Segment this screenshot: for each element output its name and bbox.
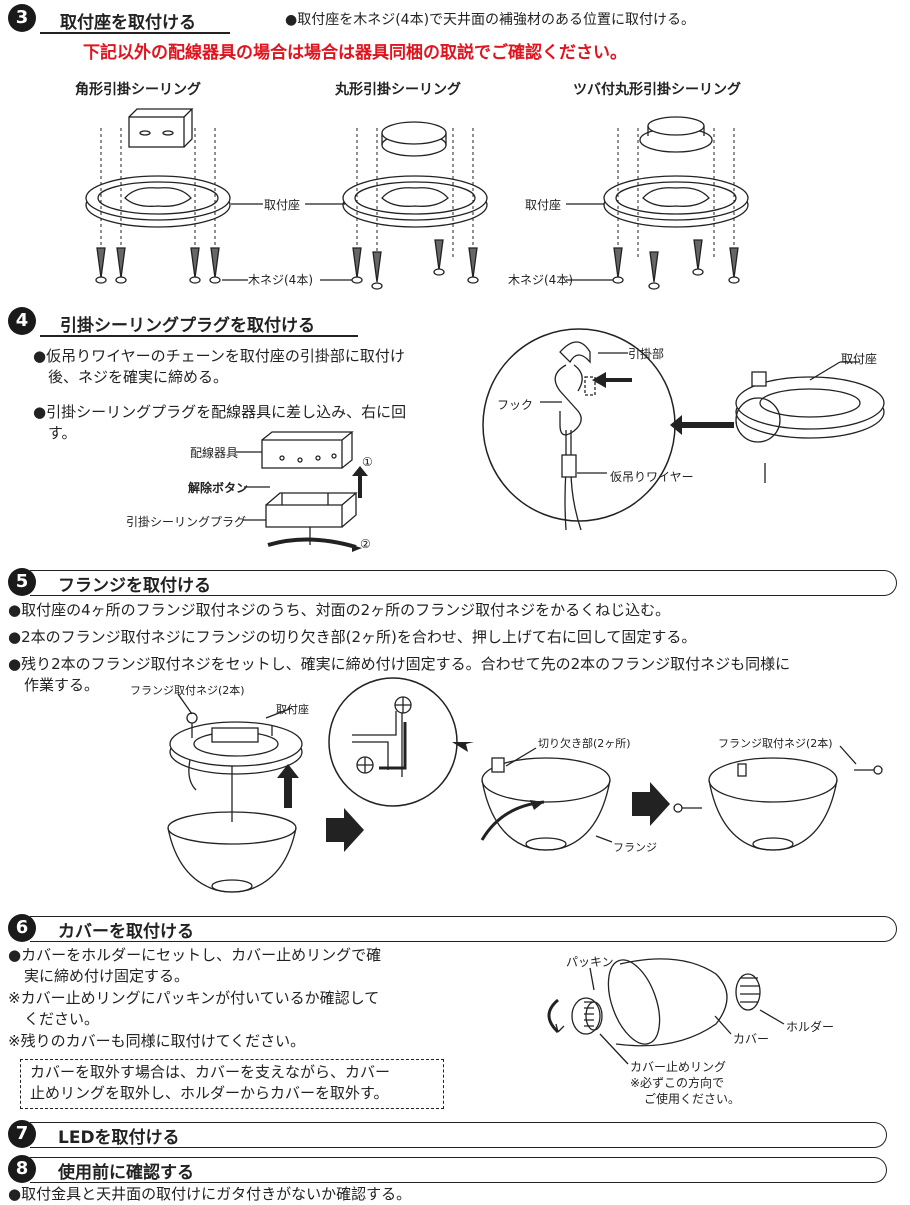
section8-title: 使用前に確認する: [58, 1163, 194, 1183]
step-number: 8: [8, 1155, 36, 1183]
label-ceiling-plug: 引掛シーリングプラグ: [126, 515, 247, 529]
holder-icon: [735, 973, 761, 1011]
s8-bullet1: ●取付金具と天井面の取付けにガタ付きがないか確認する。: [8, 1185, 412, 1203]
step-number: 6: [8, 914, 36, 942]
section4-title: 引掛シーリングプラグを取付ける: [60, 316, 315, 336]
section6-header-bar: [30, 916, 897, 942]
step-number: 5: [8, 568, 36, 596]
label-wiring-device: 配線器具: [190, 446, 239, 460]
section6-title: カバーを取付ける: [58, 922, 194, 942]
removal-note-line1: カバーを取外す場合は、カバーを支えながら、カバー: [30, 1063, 391, 1081]
flange-right: [673, 757, 883, 851]
ceiling-plug-icon: [265, 492, 358, 545]
section3-header: 3: [8, 4, 36, 32]
label-base-1: 取付座: [264, 198, 301, 212]
section4-underline: [40, 335, 358, 337]
s4-bullet2-line1: ●引掛シーリングプラグを配線器具に差し込み、右に回: [33, 403, 407, 421]
mounting-base-ring-3: [603, 175, 749, 228]
wiring-device-icon: [261, 431, 354, 469]
label-step-2: ②: [360, 537, 371, 551]
flange-middle: [480, 757, 611, 851]
label-direction-note2: ご使用ください。: [644, 1092, 741, 1106]
section5-header-bar: [30, 570, 897, 596]
label-cover-ring: カバー止めリング: [630, 1060, 727, 1074]
section8-header-bar: [30, 1157, 887, 1183]
s6-bullet1-line2: 実に締め付け固定する。: [24, 967, 190, 985]
label-release-button: 解除ボタン: [188, 481, 249, 495]
section5-header: 5: [8, 568, 36, 596]
s5-bullet3-line1: ●残り2本のフランジ取付ネジをセットし、確実に締め付け固定する。合わせて先の2本…: [8, 655, 791, 673]
section4-illustrations: [236, 328, 885, 552]
s5-bullet1: ●取付座の4ヶ所のフランジ取付ネジのうち、対面の2ヶ所のフランジ取付ネジをかるく…: [8, 601, 671, 619]
label-base-2: 取付座: [525, 198, 562, 212]
hook-part-detail: [554, 341, 596, 531]
section5-title: フランジを取付ける: [58, 576, 211, 596]
s5-bullet3-line2: 作業する。: [24, 676, 100, 694]
mounting-base-ring-2: [342, 175, 488, 228]
s6-note1-line2: ください。: [24, 1010, 100, 1028]
section7-title: LEDを取付ける: [58, 1128, 180, 1148]
round-ceiling-socket-icon: [381, 121, 447, 157]
label-direction-note1: ※必ずこの方向で: [630, 1076, 725, 1090]
label-cover: カバー: [733, 1032, 770, 1046]
label-screw-1: 木ネジ(4本): [248, 273, 313, 287]
step-number: 3: [8, 4, 36, 32]
removal-note-line2: 止めリングを取外し、ホルダーからカバーを取外す。: [30, 1084, 389, 1102]
label-screw-2: 木ネジ(4本): [508, 273, 573, 287]
section3-illustrations: [85, 108, 749, 290]
section3-title: 取付座を取付ける: [60, 13, 196, 33]
type-flanged-label: ツバ付丸形引掛シーリング: [573, 82, 741, 98]
flanged-ceiling-socket-icon: [639, 116, 713, 153]
flange-left: [167, 759, 297, 893]
label-notch: 切り欠き部(2ヶ所): [538, 737, 631, 750]
removal-note-box: [20, 1059, 444, 1109]
label-flange-screws: フランジ取付ネジ(2本): [130, 684, 245, 697]
section6-header: 6: [8, 914, 36, 942]
section6-illustrations: [547, 958, 785, 1065]
cover-ring-icon: [547, 997, 603, 1035]
section3-desc: ●取付座を木ネジ(4本)で天井面の補強材のある位置に取付ける。: [285, 12, 696, 28]
s6-bullet1-line1: ●カバーをホルダーにセットし、カバー止めリングで確: [8, 946, 382, 964]
base-with-screws: [169, 712, 303, 775]
label-flange: フランジ: [613, 841, 657, 854]
section7-header: 7: [8, 1120, 36, 1148]
label-temp-wire: 仮吊りワイヤー: [610, 470, 694, 484]
label-holder: ホルダー: [786, 1020, 835, 1034]
s6-note1-line1: ※カバー止めリングにパッキンが付いているか確認して: [8, 989, 380, 1007]
section7-header-bar: [30, 1122, 887, 1148]
type-round-label: 丸形引掛シーリング: [335, 82, 461, 98]
s6-note2: ※残りのカバーも同様に取付けてください。: [8, 1032, 306, 1050]
label-packing: パッキン: [566, 955, 614, 969]
label-hook: フック: [497, 398, 534, 412]
mounting-base-detail: [735, 361, 885, 483]
type-square-label: 角形引掛シーリング: [75, 82, 201, 98]
s5-bullet2: ●2本のフランジ取付ネジにフランジの切り欠き部(2ヶ所)を合わせ、押し上げて右に…: [8, 628, 697, 646]
wood-screw-icons: [95, 239, 740, 290]
label-step-1: ①: [362, 455, 373, 469]
section5-illustrations: [167, 677, 883, 893]
cover-glass-icon: [607, 958, 728, 1047]
s4-bullet1-line1: ●仮吊りワイヤーのチェーンを取付座の引掛部に取付け: [33, 347, 405, 365]
notch-detail: [352, 696, 412, 777]
square-ceiling-socket-icon: [128, 108, 194, 148]
step-number: 7: [8, 1120, 36, 1148]
section3-underline: [40, 32, 230, 34]
section8-header: 8: [8, 1155, 36, 1183]
label-hook-part: 引掛部: [628, 347, 665, 361]
s4-bullet2-line2: す。: [48, 424, 77, 442]
section4-header: 4: [8, 307, 36, 335]
mounting-base-ring-1: [85, 175, 231, 228]
s4-bullet1-line2: 後、ネジを確実に締める。: [48, 368, 229, 386]
label-flange-screws-2: フランジ取付ネジ(2本): [718, 737, 833, 750]
label-base-s5: 取付座: [276, 703, 309, 716]
section3-warning: 下記以外の配線器具の場合は場合は器具同梱の取説でご確認ください。: [83, 43, 627, 63]
step-number: 4: [8, 307, 36, 335]
